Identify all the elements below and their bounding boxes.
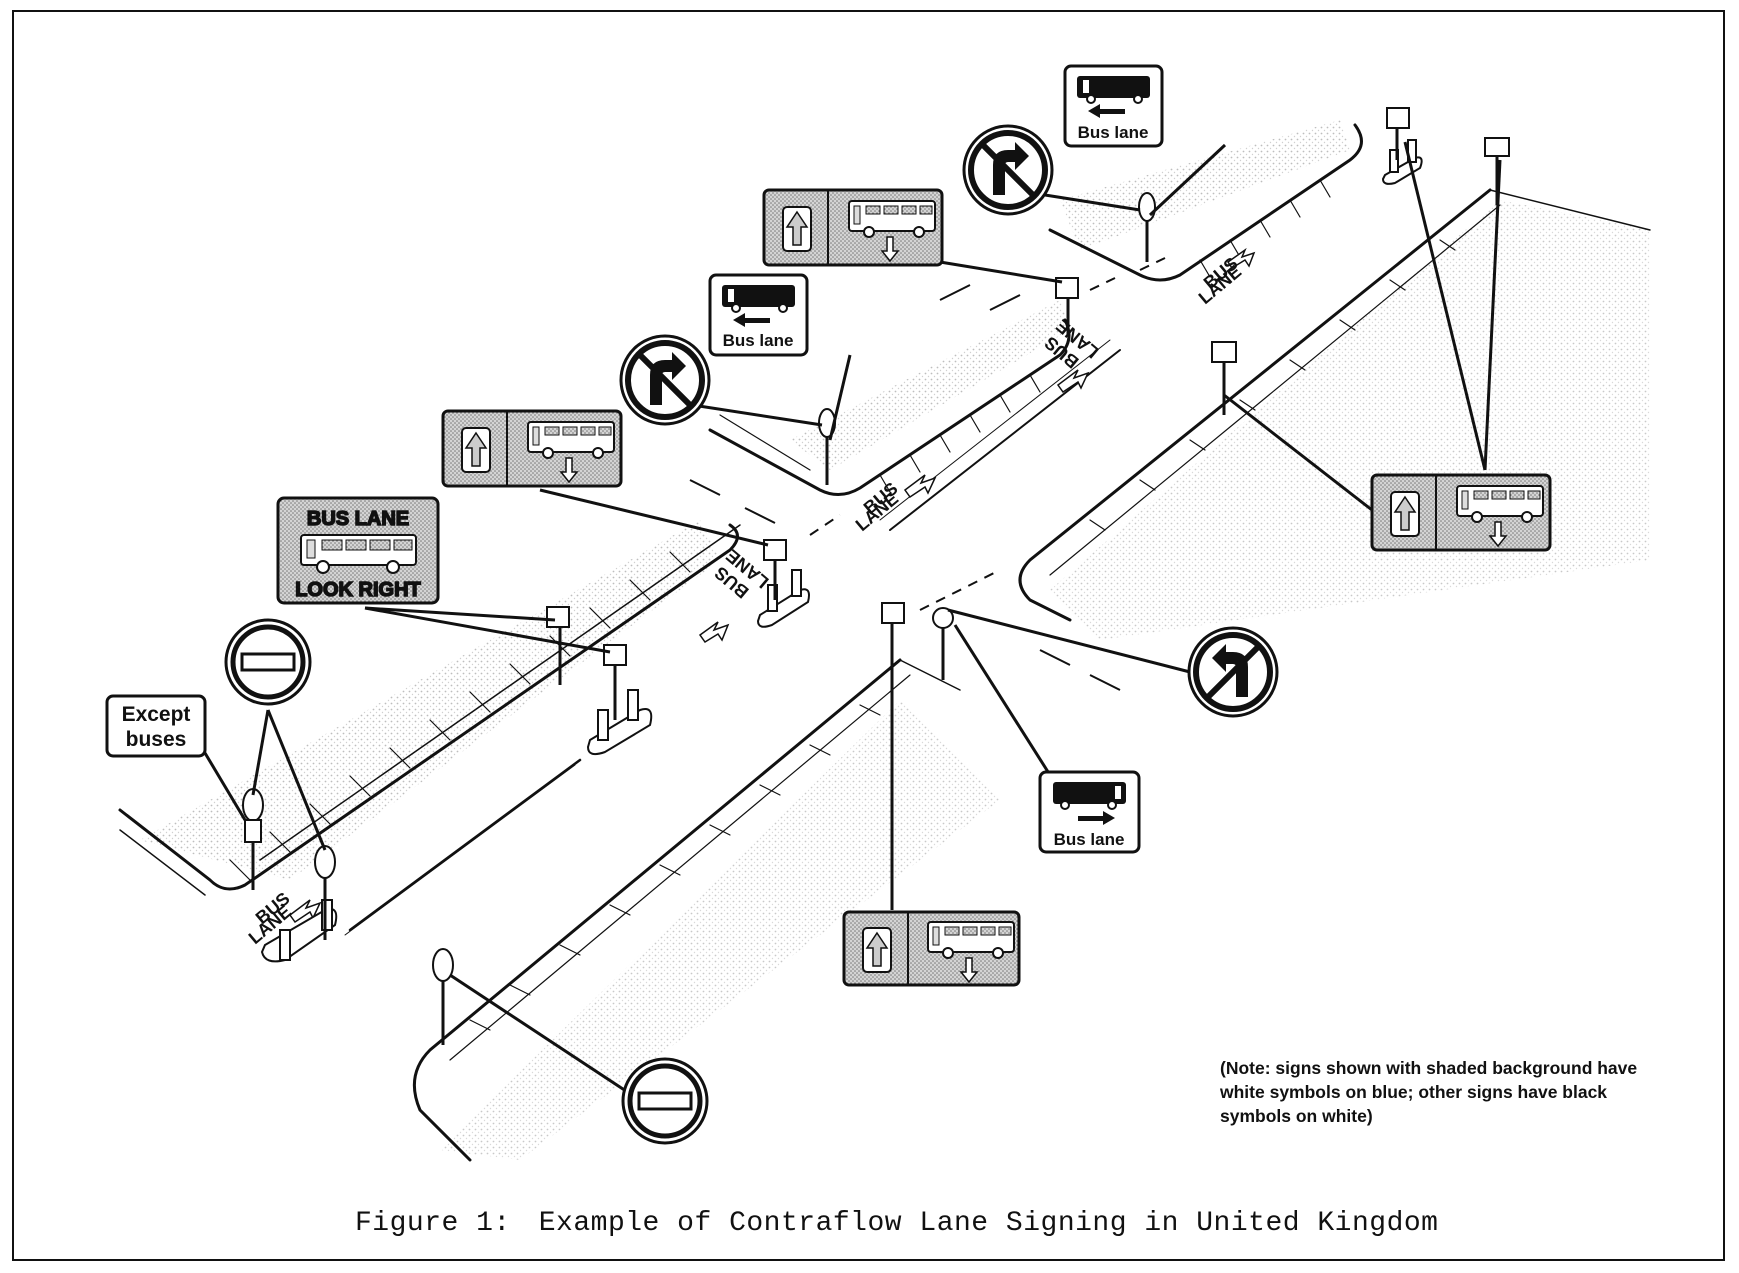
contraflow-sign-2 — [762, 188, 944, 267]
bus-lane-look-right-sign: BUS LANE LOOK RIGHT — [276, 496, 440, 605]
bus-lane-label-3: Bus lane — [1054, 830, 1125, 849]
arrow-left-street — [698, 621, 730, 644]
except-buses-line-2: buses — [126, 728, 187, 751]
road-arrows — [288, 247, 1256, 924]
lane-markings — [689, 257, 1166, 691]
arrow-upper-street — [1056, 369, 1090, 394]
contraflow-sign-4 — [842, 910, 1021, 987]
figure-number: Figure 1: — [355, 1208, 511, 1239]
look-right-text: LOOK RIGHT — [295, 579, 421, 601]
no-right-turn-sign-1 — [619, 334, 711, 426]
no-right-turn-sign-2 — [962, 124, 1054, 216]
bus-lane-heading: BUS LANE — [307, 508, 409, 530]
contraflow-sign-1 — [441, 409, 623, 488]
traffic-islands — [260, 139, 1423, 963]
bus-lane-label-1: Bus lane — [723, 331, 794, 350]
bus-lane-sign-left-1: Bus lane — [708, 273, 809, 357]
figure-title: Example of Contraflow Lane Signing in Un… — [538, 1208, 1439, 1239]
leader-lines — [203, 141, 1502, 1097]
bus-lane-sign-right: Bus lane — [1038, 770, 1141, 854]
except-buses-sign: Except buses — [105, 694, 207, 758]
contraflow-sign-3 — [1370, 473, 1552, 552]
bus-lane-label-2: Bus lane — [1078, 123, 1149, 142]
no-entry-sign-bottom — [621, 1057, 709, 1145]
no-entry-sign-left — [224, 618, 312, 706]
figure-caption: Figure 1: Example of Contraflow Lane Sign… — [355, 1208, 1466, 1239]
arrow-mid-street — [903, 474, 937, 499]
arrow-top-street — [1226, 247, 1256, 270]
figure-frame — [12, 10, 1725, 1261]
except-buses-line-1: Except — [122, 703, 191, 726]
post-sign-plates — [242, 107, 1510, 982]
pavement-areas — [140, 120, 1650, 1160]
figure-note: (Note: signs shown with shaded backgroun… — [1220, 1058, 1638, 1126]
bus-lane-sign-left-2: Bus lane — [1063, 64, 1164, 148]
bus-symbol — [300, 534, 417, 574]
no-left-turn-sign-3 — [1187, 626, 1279, 718]
